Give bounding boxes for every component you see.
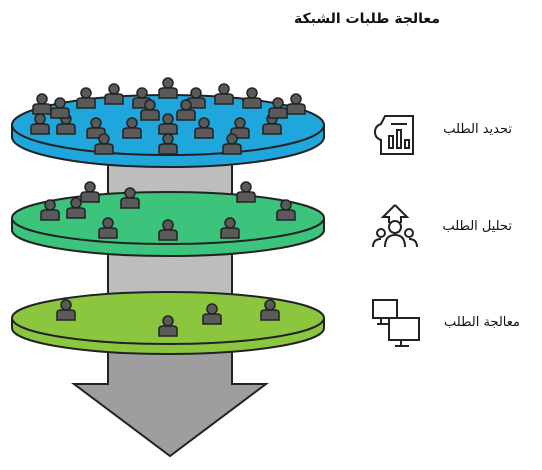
person-icon bbox=[50, 97, 70, 119]
person-icon bbox=[76, 87, 96, 109]
person-icon bbox=[236, 181, 256, 203]
person-icon bbox=[32, 93, 52, 115]
person-icon bbox=[214, 83, 234, 105]
ticket-chart-icon bbox=[373, 115, 414, 155]
diagram-title: معالجة طلبات الشبكة bbox=[293, 11, 440, 27]
computers-icon bbox=[372, 299, 420, 347]
person-icon bbox=[268, 97, 288, 119]
person-icon bbox=[158, 77, 178, 99]
person-icon bbox=[80, 181, 100, 203]
stage-label-identify: تحديد الطلب bbox=[443, 122, 512, 137]
team-growth-icon bbox=[372, 204, 418, 248]
person-icon bbox=[104, 83, 124, 105]
person-icon bbox=[286, 93, 306, 115]
stage-label-analyze: تحليل الطلب bbox=[442, 219, 512, 234]
person-icon bbox=[242, 87, 262, 109]
stage-label-process: معالجة الطلب bbox=[444, 315, 520, 330]
